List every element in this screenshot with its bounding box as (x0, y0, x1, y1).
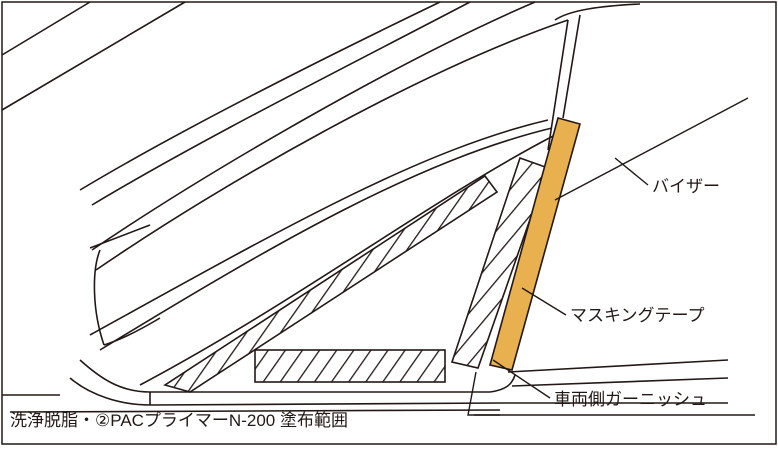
label-vehicle-garnish: 車両側ガーニッシュ (554, 390, 707, 409)
label-visor: バイザー (652, 177, 720, 196)
label-masking-tape: マスキングテープ (570, 306, 704, 325)
leader-lines (467, 97, 755, 416)
car-body-lines (1, 1, 729, 413)
application-area-hatch (163, 156, 550, 393)
label-application-area: 洗浄脱脂・②PACプライマーN-200 塗布範囲 (10, 410, 348, 430)
